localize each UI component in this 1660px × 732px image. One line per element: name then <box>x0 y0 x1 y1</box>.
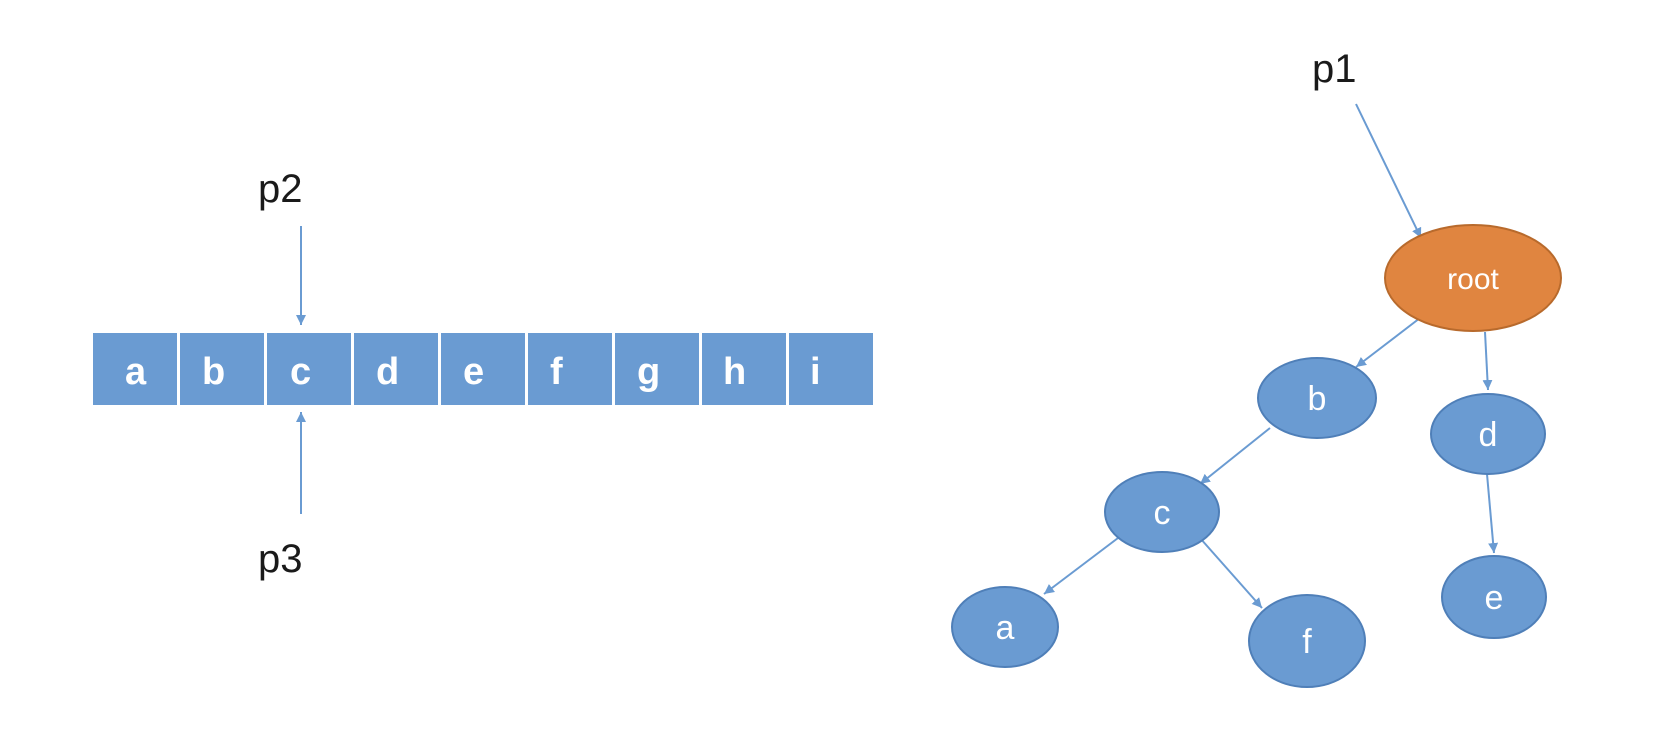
tree-node-e: e <box>1441 555 1547 639</box>
pointer-label-p2: p2 <box>258 167 303 211</box>
array-cell-e: e <box>439 331 527 407</box>
node-label-d: d <box>1479 416 1498 454</box>
array-cell-label: e <box>463 351 484 393</box>
pointer-arrow-p1 <box>1355 103 1422 239</box>
edge-c-a <box>1043 537 1119 595</box>
node-label-a: a <box>996 609 1015 647</box>
edge-b-c <box>1199 427 1271 485</box>
pointer-label-p1: p1 <box>1312 47 1357 91</box>
array: a b c d e f g h <box>91 331 875 407</box>
array-cell-g: g <box>613 331 701 407</box>
array-cell-label: d <box>376 351 399 393</box>
node-label-root: root <box>1447 263 1499 296</box>
tree-node-root: root <box>1384 224 1562 332</box>
node-label-b: b <box>1308 380 1327 418</box>
array-cell-label: h <box>723 351 746 393</box>
array-cell-i: i <box>787 331 875 407</box>
node-label-c: c <box>1154 494 1171 532</box>
array-cell-a: a <box>91 331 179 407</box>
array-cell-h: h <box>700 331 788 407</box>
tree-node-d: d <box>1430 393 1546 475</box>
tree-edges <box>1043 317 1499 609</box>
array-cell-d: d <box>352 331 440 407</box>
pointer-label-p3: p3 <box>258 537 303 581</box>
tree-node-f: f <box>1248 594 1366 688</box>
array-cell-label: i <box>810 351 821 393</box>
array-cell-label: a <box>125 351 147 393</box>
edge-c-f <box>1199 537 1263 609</box>
array-cell-label: g <box>637 351 660 393</box>
tree-node-a: a <box>951 586 1059 668</box>
node-label-e: e <box>1485 579 1504 617</box>
array-cell-f: f <box>526 331 614 407</box>
tree-node-b: b <box>1257 357 1377 439</box>
array-cell-label: b <box>202 351 225 393</box>
node-label-f: f <box>1302 623 1312 661</box>
array-cell-c: c <box>265 331 353 407</box>
tree-node-c: c <box>1104 471 1220 553</box>
array-cell-label: c <box>290 351 311 393</box>
edge-root-d <box>1482 331 1493 391</box>
array-cell-b: b <box>178 331 266 407</box>
edge-d-e <box>1486 473 1499 554</box>
edge-root-b <box>1355 317 1421 368</box>
array-cell-label: f <box>550 351 563 393</box>
